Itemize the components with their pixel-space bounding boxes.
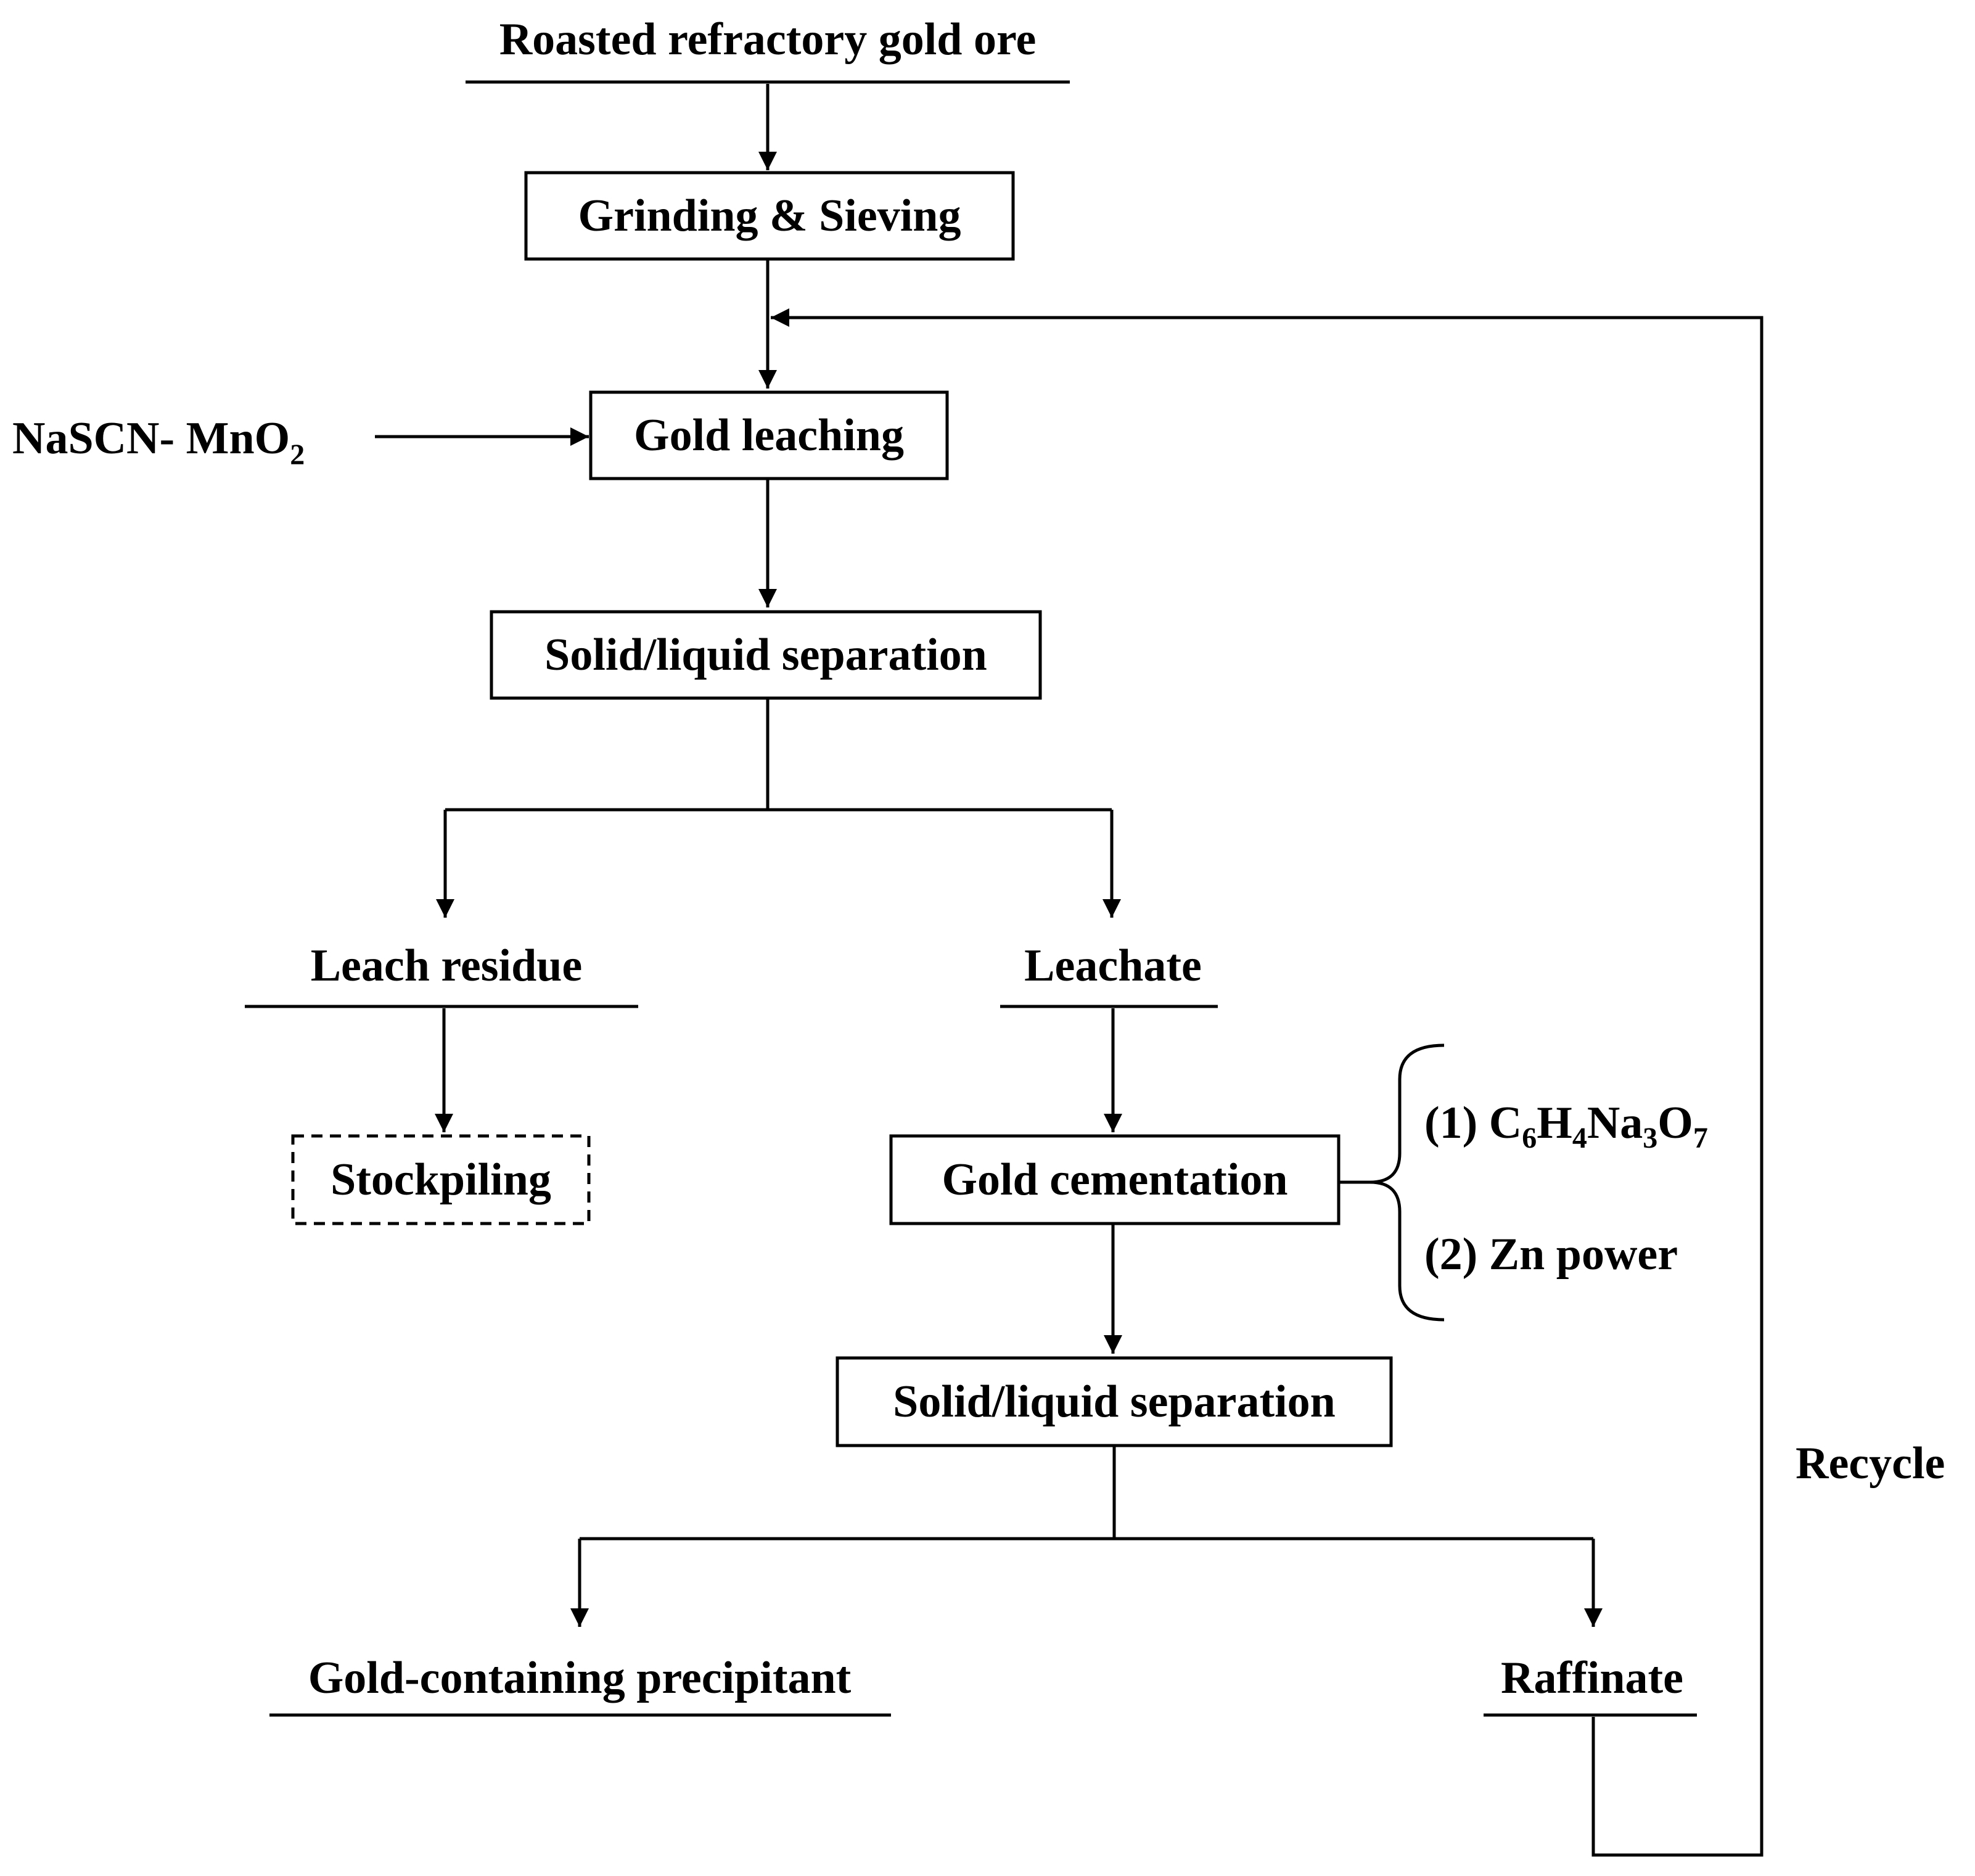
additive-2-label: (2) Zn power <box>1424 1229 1678 1280</box>
recycle-label: Recycle <box>1796 1438 1945 1489</box>
raffinate-label: Raffinate <box>1501 1653 1683 1703</box>
separation-2-label: Solid/liquid separation <box>893 1376 1336 1427</box>
separation-1-box: Solid/liquid separation <box>490 610 1042 700</box>
gold-cementation-label: Gold cementation <box>942 1154 1287 1205</box>
brace-upper <box>1339 1043 1445 1184</box>
precipitant-label: Gold-containing precipitant <box>308 1653 852 1703</box>
recycle-loop-arrow <box>771 308 1764 1857</box>
grinding-sieving-box: Grinding & Sieving <box>524 171 1015 261</box>
leachate-label: Leachate <box>1024 940 1202 991</box>
gold-cementation-box: Gold cementation <box>889 1134 1341 1225</box>
gold-leaching-label: Gold leaching <box>634 410 904 461</box>
stockpiling-box: Stockpiling <box>291 1134 591 1225</box>
separation-1-label: Solid/liquid separation <box>544 630 987 680</box>
separation-2-box: Solid/liquid separation <box>836 1356 1393 1447</box>
leach-residue-label: Leach residue <box>311 940 583 991</box>
feed-label: Roasted refractory gold ore <box>499 14 1037 65</box>
brace-lower <box>1369 1180 1445 1322</box>
additive-1-label: (1) C6H4Na3O7 <box>1424 1098 1708 1154</box>
gold-leaching-box: Gold leaching <box>589 390 949 480</box>
grinding-sieving-label: Grinding & Sieving <box>578 191 961 241</box>
reagent-label: NaSCN- MnO2 <box>12 413 305 471</box>
stockpiling-label: Stockpiling <box>331 1154 551 1205</box>
